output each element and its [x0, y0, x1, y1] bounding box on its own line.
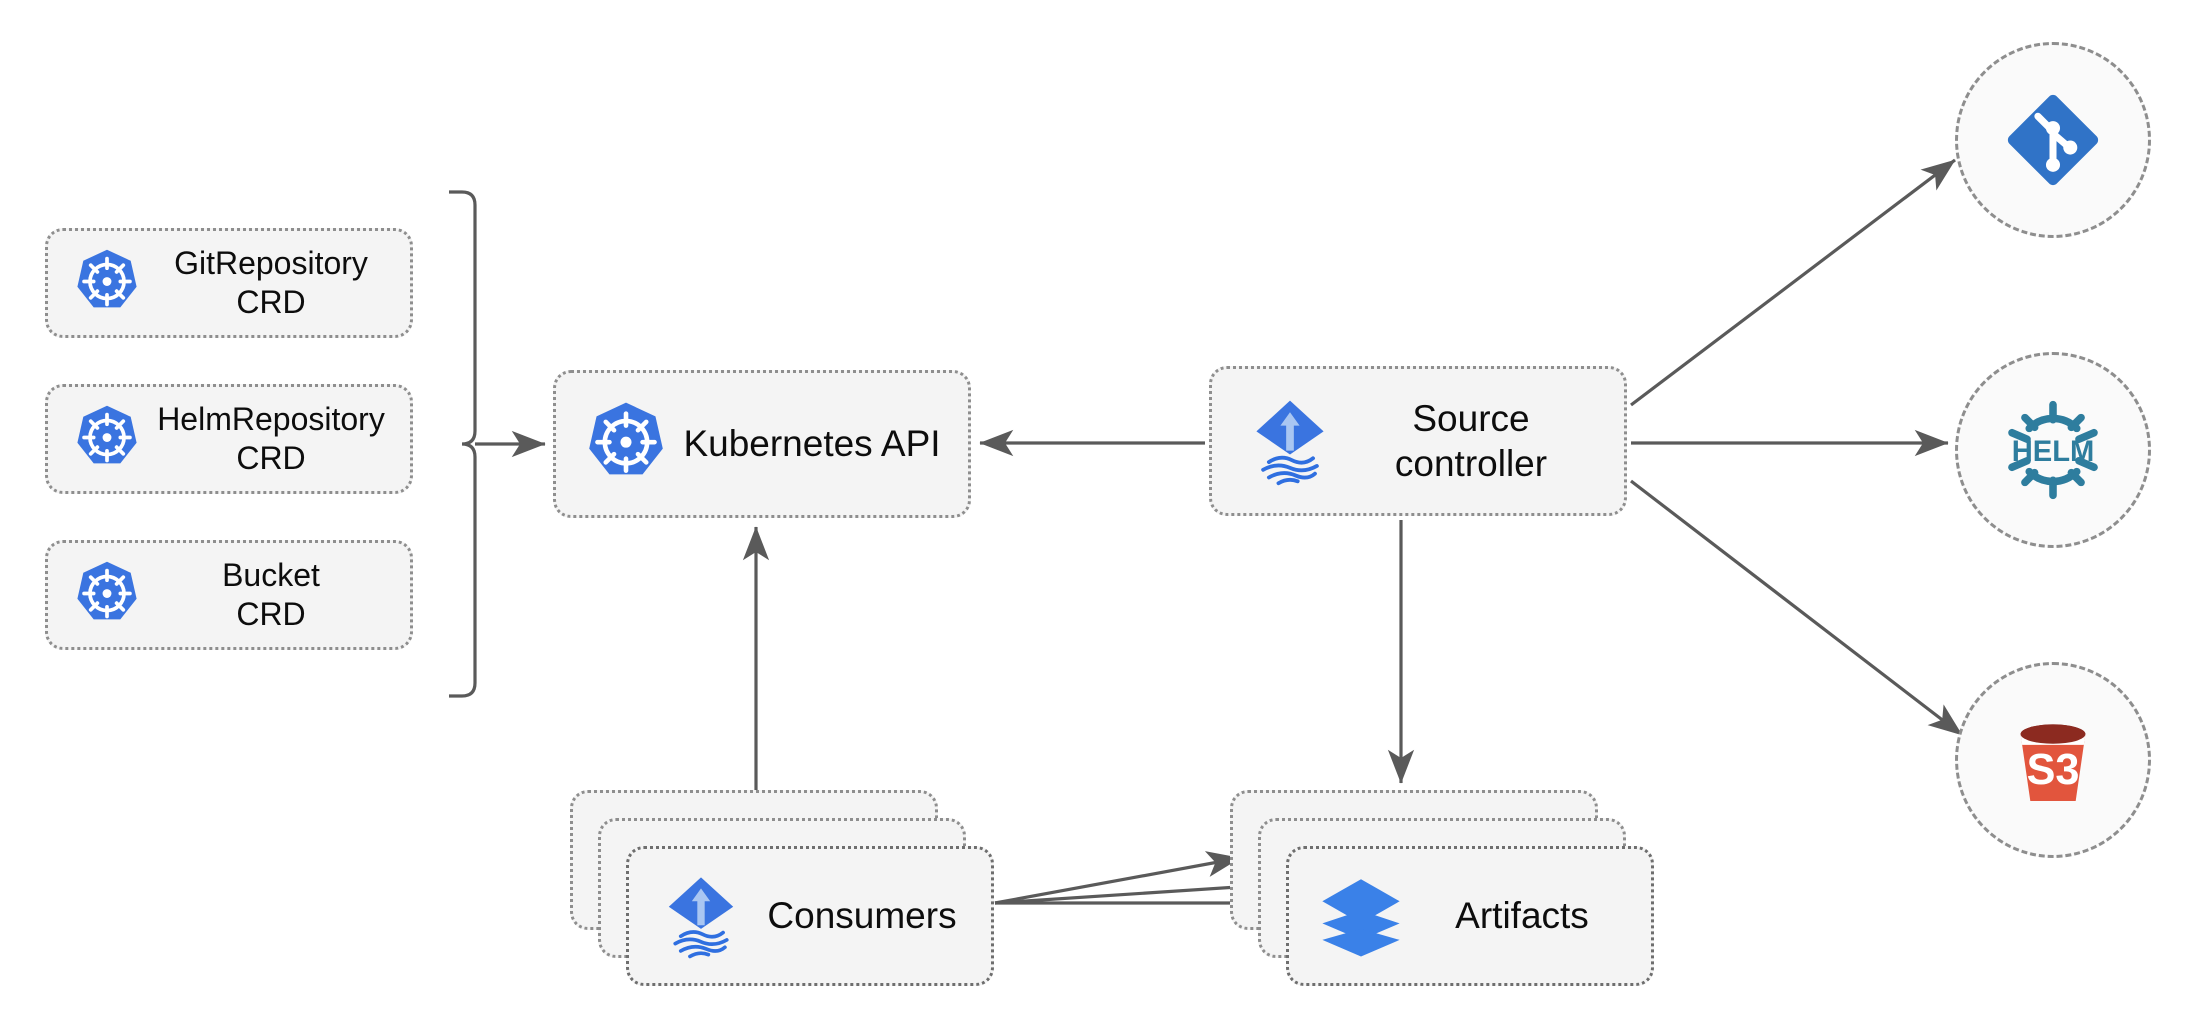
node-label: Consumers [767, 895, 957, 936]
crd-box-bucket[interactable]: Bucket CRD [45, 540, 413, 650]
crd-group-bracket [449, 190, 477, 698]
kubernetes-icon [70, 558, 144, 632]
crd-label: GitRepository CRD [174, 244, 368, 320]
flux-icon [655, 870, 747, 962]
external-source-helm[interactable]: HELM [1955, 352, 2151, 548]
s3-bucket-icon: S3 [1999, 706, 2107, 814]
edge-source-controller-to-s3 [1630, 479, 1963, 737]
node-source-controller[interactable]: Source controller [1209, 366, 1627, 516]
helm-wordmark: HELM [2012, 436, 2095, 468]
flux-icon [1242, 393, 1338, 489]
node-kubernetes-api[interactable]: Kubernetes API [553, 370, 971, 518]
consumers-card-front[interactable]: Consumers [626, 846, 994, 986]
external-source-git[interactable] [1955, 42, 2151, 238]
edge-consumers-to-artifacts-2 [994, 874, 1269, 905]
crd-box-helmrepository[interactable]: HelmRepository CRD [45, 384, 413, 494]
git-icon [1999, 86, 2107, 194]
kubernetes-icon [70, 402, 144, 476]
crd-label: Bucket CRD [222, 556, 320, 632]
s3-wordmark: S3 [2027, 746, 2080, 794]
artifacts-card-front[interactable]: Artifacts [1286, 846, 1654, 986]
external-source-s3[interactable]: S3 [1955, 662, 2151, 858]
crd-box-gitrepository[interactable]: GitRepository CRD [45, 228, 413, 338]
crd-label: HelmRepository CRD [157, 400, 385, 476]
helm-icon: HELM [1999, 396, 2107, 504]
node-label: Artifacts [1455, 895, 1589, 936]
kubernetes-icon [70, 246, 144, 320]
edge-source-controller-to-git [1630, 158, 1956, 407]
edge-consumers-to-artifacts-1 [994, 851, 1241, 905]
node-label: Source controller [1394, 397, 1548, 484]
kubernetes-icon [580, 398, 672, 490]
layers-icon [1315, 870, 1407, 962]
node-label: Kubernetes API [683, 423, 941, 465]
